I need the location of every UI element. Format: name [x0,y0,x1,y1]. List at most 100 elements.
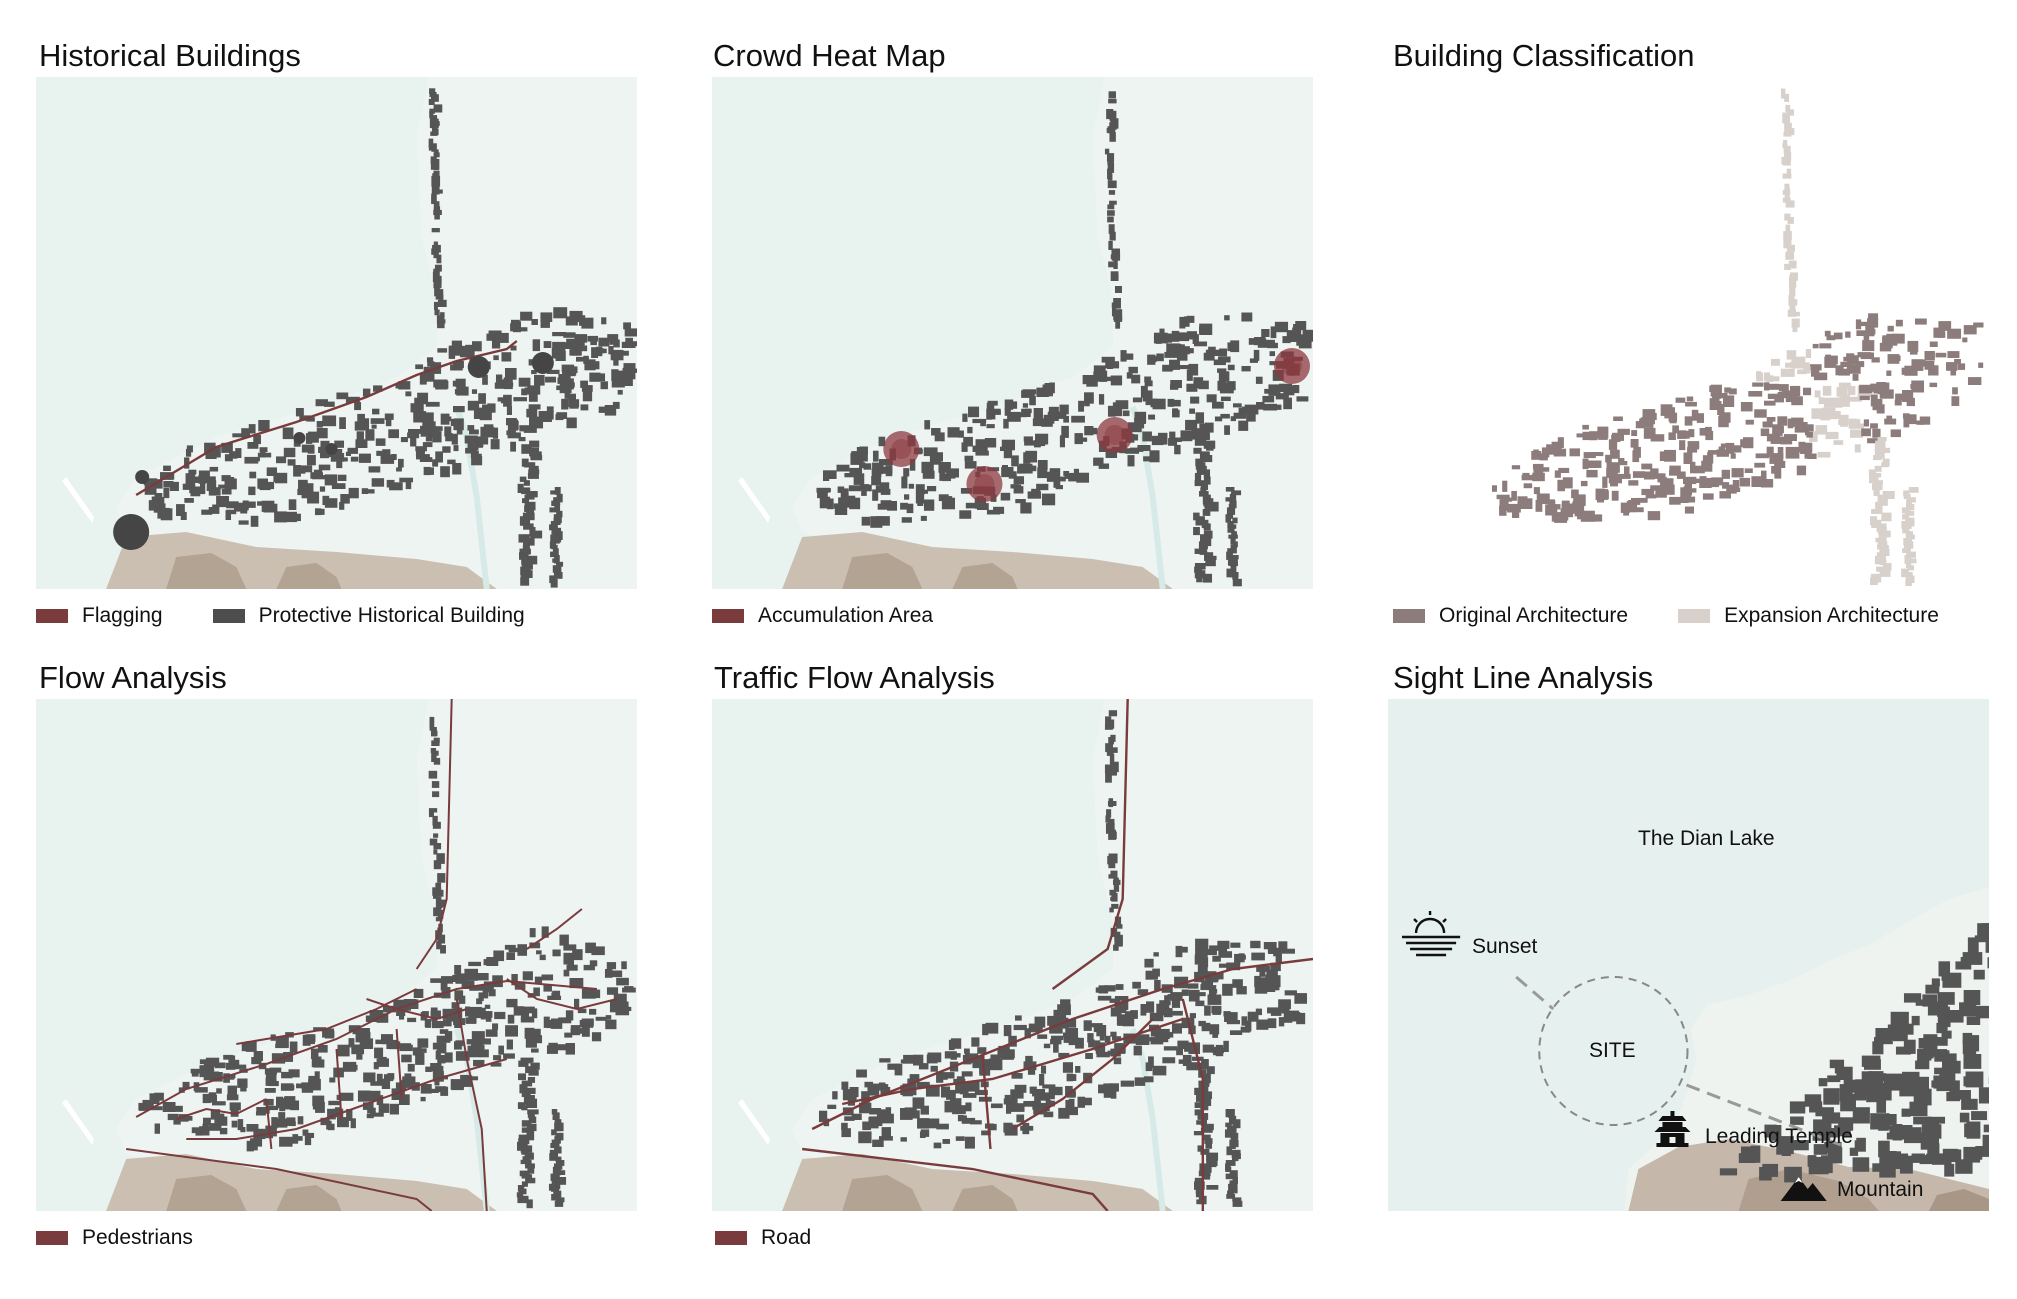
building [1223,1011,1231,1017]
building [1951,396,1960,406]
building [1867,329,1876,335]
building [1870,383,1881,392]
building [550,551,557,558]
building [194,476,200,483]
building [1194,971,1205,983]
building [1109,753,1115,765]
building [1108,859,1116,869]
building [962,1054,972,1065]
building [1803,366,1811,374]
pedestrian-route [455,998,488,1211]
building [253,434,261,445]
building [436,889,444,897]
building [1226,1194,1236,1199]
building [1890,1011,1909,1027]
building [219,1127,228,1135]
building [550,578,558,588]
building [1804,1094,1822,1107]
building [1107,1050,1118,1056]
building [1890,429,1901,438]
building [1286,385,1296,393]
building [1058,1052,1070,1058]
building [967,426,973,434]
building [1716,449,1729,457]
building [1685,401,1697,407]
building [138,1102,150,1111]
building [1204,1167,1212,1173]
building [1219,383,1234,394]
building [1617,473,1631,479]
building [1230,416,1236,422]
building [439,319,446,324]
building [1230,544,1237,554]
building [941,497,956,510]
building [521,1080,533,1087]
building [1194,548,1204,554]
building [1583,452,1596,459]
building [1175,346,1190,355]
building [240,1083,247,1092]
building [520,573,528,581]
building [838,497,851,508]
building [407,432,420,439]
building [1233,412,1247,419]
building [1110,406,1123,417]
historical-building-marker [293,432,306,444]
building [280,1083,294,1091]
building [1877,498,1888,506]
building [421,1087,430,1092]
building [1895,319,1903,327]
building [949,1098,962,1110]
building [1177,1040,1189,1050]
map-canvas [738,699,1313,1211]
pedestrian-route [175,1098,267,1120]
building [1278,1006,1287,1012]
building [555,1197,565,1203]
legend: Original Architecture Expansion Architec… [1393,604,1939,628]
building [1226,962,1241,971]
building [1786,350,1797,360]
building [961,1071,973,1077]
building [1918,1038,1927,1049]
pedestrian-route [186,1058,508,1140]
building [495,374,503,383]
building [1008,1035,1017,1047]
building [1108,874,1115,879]
building [1906,504,1915,510]
mountain-contour [952,563,1018,589]
building [1561,500,1570,512]
building [297,1116,304,1125]
building [365,429,375,441]
building [1833,440,1844,445]
building [1205,555,1217,561]
building [934,432,945,442]
building [250,1138,263,1147]
building [367,1107,376,1114]
building [877,503,891,510]
building [1857,352,1872,358]
site-label: SITE [1589,1039,1636,1062]
building [1533,487,1540,495]
building [1094,1040,1101,1051]
building [429,108,435,114]
building [1224,315,1230,321]
building [880,488,891,495]
building [570,1025,581,1036]
building [1255,1008,1263,1016]
building [1200,1127,1213,1133]
historical-building-marker [531,352,554,374]
building [551,527,562,535]
building [1774,461,1786,468]
building [1823,1088,1840,1105]
building [1827,1075,1841,1083]
building [971,1037,980,1047]
building [1854,361,1865,368]
building [432,1042,439,1050]
building [1020,502,1032,514]
building [405,480,412,490]
building [556,385,564,391]
building [559,934,569,946]
building [1187,983,1199,989]
building [555,1156,562,1162]
building [1122,1015,1135,1027]
